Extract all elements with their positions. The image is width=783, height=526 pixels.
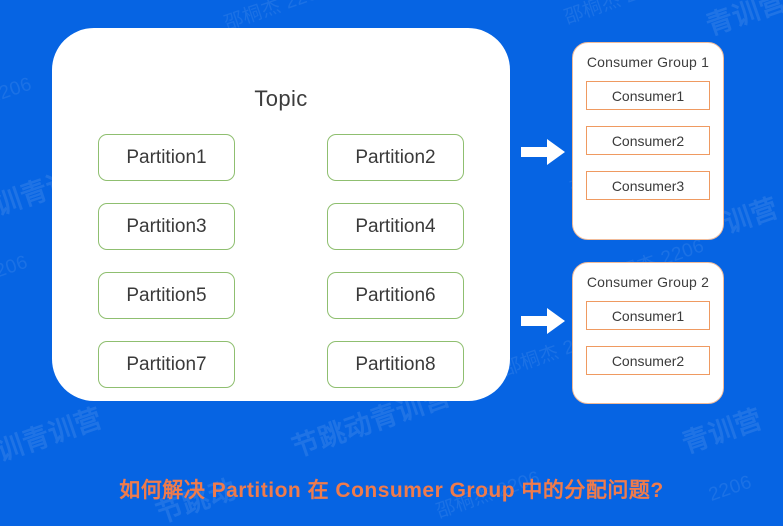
- consumer-group-title: Consumer Group 1: [586, 54, 710, 70]
- watermark-text: 训营: [720, 192, 783, 239]
- partition-box: Partition8: [327, 341, 464, 388]
- partition-box: Partition6: [327, 272, 464, 319]
- watermark-text: 2206: [0, 251, 31, 286]
- partition-box: Partition1: [98, 134, 235, 181]
- consumer-box: Consumer3: [586, 171, 710, 200]
- slide-caption: 如何解决 Partition 在 Consumer Group 中的分配问题?: [119, 479, 664, 502]
- watermark-text: 邵桐杰 2206: [561, 0, 672, 29]
- consumer-group-title: Consumer Group 2: [586, 274, 710, 290]
- consumer-box: Consumer2: [586, 126, 710, 155]
- watermark-text: 2206: [0, 73, 35, 108]
- partition-box: Partition2: [327, 134, 464, 181]
- partition-box: Partition7: [98, 341, 235, 388]
- consumer-box: Consumer1: [586, 81, 710, 110]
- partition-box: Partition5: [98, 272, 235, 319]
- watermark-text: 青训营: [678, 403, 767, 459]
- partition-box: Partition4: [327, 203, 464, 250]
- partition-box: Partition3: [98, 203, 235, 250]
- watermark-text: 青训营: [702, 0, 783, 41]
- watermark-text: 训青训营: [0, 402, 107, 467]
- arrow-right-icon-to-group-1: [521, 139, 565, 165]
- topic-title: Topic: [254, 86, 308, 111]
- consumer-box: Consumer2: [586, 346, 710, 375]
- arrow-right-icon-to-group-2: [521, 308, 565, 334]
- consumer-box: Consumer1: [586, 301, 710, 330]
